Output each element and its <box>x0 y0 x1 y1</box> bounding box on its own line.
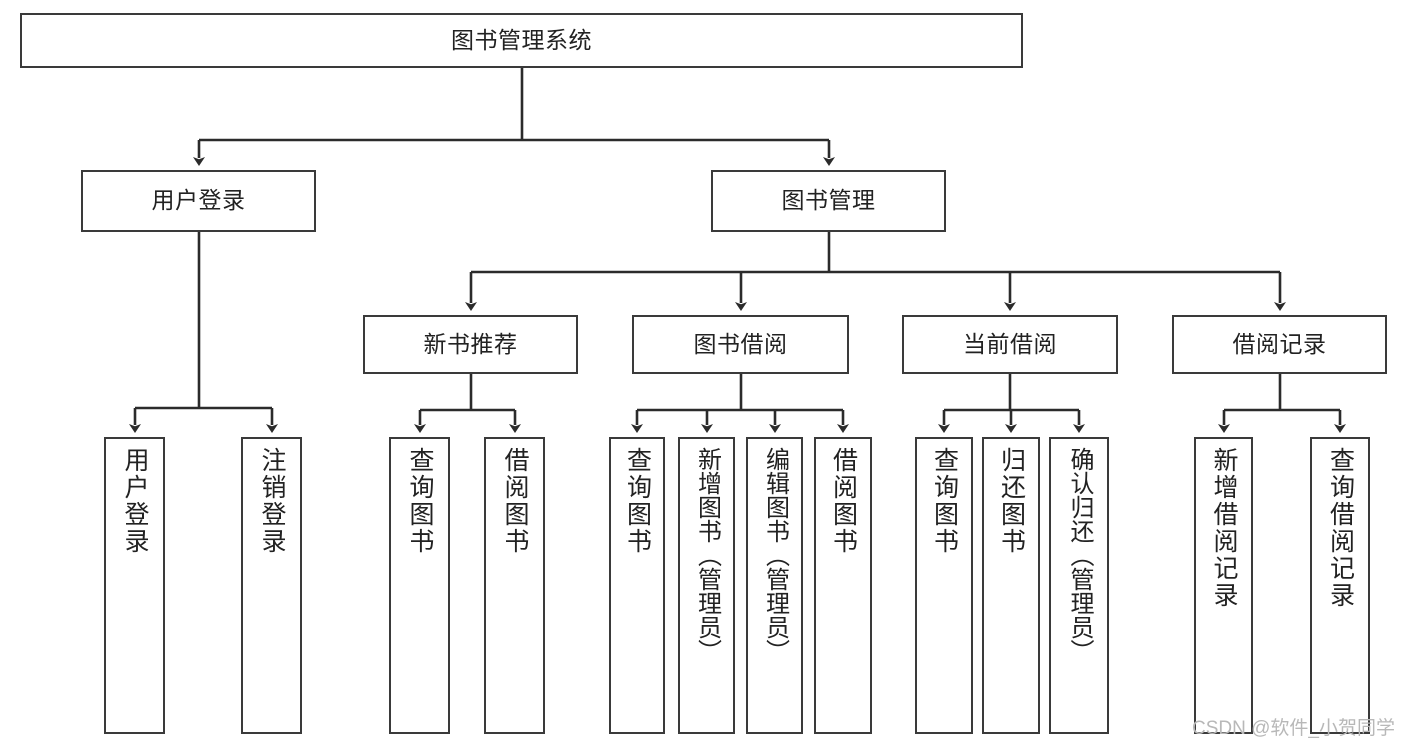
node-book-borrow[interactable]: 图书借阅 <box>632 315 849 374</box>
node-label-new-book-rec: 新书推荐 <box>423 330 518 357</box>
node-current-borrow[interactable]: 当前借阅 <box>902 315 1118 374</box>
node-label-leaf-add-record: 新增借阅记录 <box>1210 447 1238 609</box>
node-label-leaf-confirm-return: 确认归还（管理员） <box>1066 447 1093 663</box>
node-leaf-query-record[interactable]: 查询借阅记录 <box>1310 437 1370 734</box>
node-label-root: 图书管理系统 <box>451 26 592 53</box>
node-label-user-login: 用户登录 <box>151 187 246 214</box>
node-leaf-add-record[interactable]: 新增借阅记录 <box>1194 437 1253 734</box>
node-leaf-query-book-2[interactable]: 查询图书 <box>609 437 665 734</box>
node-label-book-manage: 图书管理 <box>781 187 876 214</box>
node-label-leaf-add-book: 新增图书（管理员） <box>693 447 721 663</box>
node-label-leaf-user-login: 用户登录 <box>121 447 149 555</box>
node-leaf-add-book[interactable]: 新增图书（管理员） <box>678 437 735 734</box>
node-book-manage[interactable]: 图书管理 <box>711 170 946 232</box>
node-label-leaf-borrow-book-1: 借阅图书 <box>501 447 529 555</box>
node-label-leaf-edit-book: 编辑图书（管理员） <box>761 447 789 663</box>
node-label-leaf-borrow-book-2: 借阅图书 <box>829 447 858 555</box>
node-label-leaf-query-record: 查询借阅记录 <box>1326 447 1355 609</box>
node-user-login[interactable]: 用户登录 <box>81 170 316 232</box>
node-borrow-record[interactable]: 借阅记录 <box>1172 315 1387 374</box>
node-leaf-borrow-book-1[interactable]: 借阅图书 <box>484 437 545 734</box>
node-label-leaf-query-book-1: 查询图书 <box>406 447 434 555</box>
node-leaf-edit-book[interactable]: 编辑图书（管理员） <box>746 437 803 734</box>
node-label-leaf-return-book: 归还图书 <box>997 447 1026 555</box>
node-label-leaf-query-book-3: 查询图书 <box>930 447 959 555</box>
node-leaf-query-book-3[interactable]: 查询图书 <box>915 437 973 734</box>
node-leaf-query-book-1[interactable]: 查询图书 <box>389 437 450 734</box>
node-leaf-user-login[interactable]: 用户登录 <box>104 437 165 734</box>
node-label-leaf-query-book-2: 查询图书 <box>623 447 652 555</box>
node-leaf-logout[interactable]: 注销登录 <box>241 437 302 734</box>
node-label-book-borrow: 图书借阅 <box>693 330 788 357</box>
node-root[interactable]: 图书管理系统 <box>20 13 1023 68</box>
node-label-current-borrow: 当前借阅 <box>963 330 1057 357</box>
node-leaf-return-book[interactable]: 归还图书 <box>982 437 1040 734</box>
node-label-borrow-record: 借阅记录 <box>1232 330 1327 357</box>
node-new-book-rec[interactable]: 新书推荐 <box>363 315 578 374</box>
node-label-leaf-logout: 注销登录 <box>258 447 286 555</box>
node-leaf-confirm-return[interactable]: 确认归还（管理员） <box>1049 437 1109 734</box>
node-leaf-borrow-book-2[interactable]: 借阅图书 <box>814 437 872 734</box>
